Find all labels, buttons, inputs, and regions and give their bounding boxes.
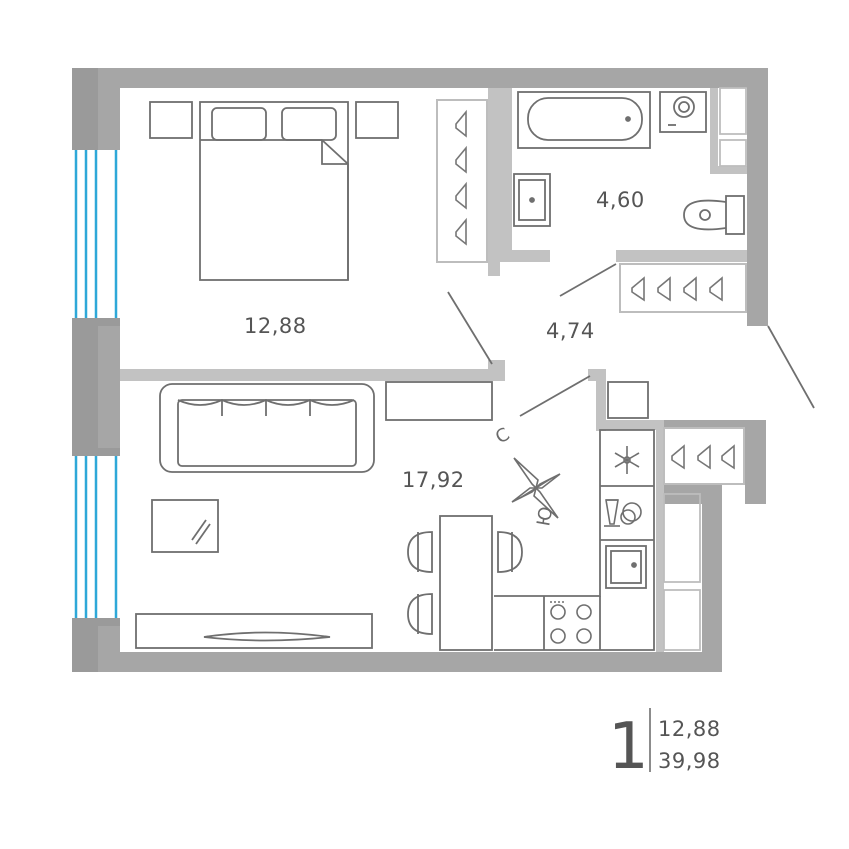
tv-stand-icon xyxy=(135,613,373,649)
compass-north-label: С xyxy=(492,424,513,448)
washing-machine-icon xyxy=(659,91,707,133)
bathroom-sink-icon xyxy=(513,173,551,227)
bathroom-shelves xyxy=(719,87,747,167)
kitchen-counter xyxy=(494,429,655,651)
dresser-icon xyxy=(385,381,493,421)
bedroom-area: 12,88 xyxy=(244,314,307,338)
bed-icon xyxy=(149,101,399,281)
dishwasher-icon xyxy=(604,499,642,527)
room-count: 1 xyxy=(608,710,649,784)
dining-table-icon xyxy=(407,515,523,651)
living-kitchen-area: 17,92 xyxy=(402,468,465,492)
corridor-wardrobe xyxy=(663,427,745,485)
compass-south-label: Ю xyxy=(533,505,557,528)
living-area-total: 12,88 xyxy=(658,717,721,741)
hanger-icon xyxy=(455,109,735,470)
bathroom-area: 4,60 xyxy=(596,188,645,212)
stove-icon xyxy=(550,601,592,644)
sink-icon xyxy=(605,545,647,589)
hall-area: 4,74 xyxy=(546,319,595,343)
kitchen-cabinet xyxy=(607,381,649,419)
door-swings xyxy=(447,263,815,417)
compass-rose-icon xyxy=(511,457,561,519)
total-area: 39,98 xyxy=(658,749,721,773)
interior-walls xyxy=(120,88,747,652)
exterior-walls xyxy=(72,68,768,672)
coffee-table-icon xyxy=(151,499,219,553)
window-glass xyxy=(74,150,118,618)
bathtub-icon xyxy=(517,91,651,149)
sofa-icon xyxy=(159,383,375,473)
toilet-icon xyxy=(683,195,745,235)
snowflake-icon xyxy=(614,446,640,474)
hall-wardrobe xyxy=(619,263,747,313)
corridor-niches xyxy=(663,493,701,651)
bedroom-wardrobe xyxy=(436,99,488,263)
window-wall xyxy=(72,68,120,672)
